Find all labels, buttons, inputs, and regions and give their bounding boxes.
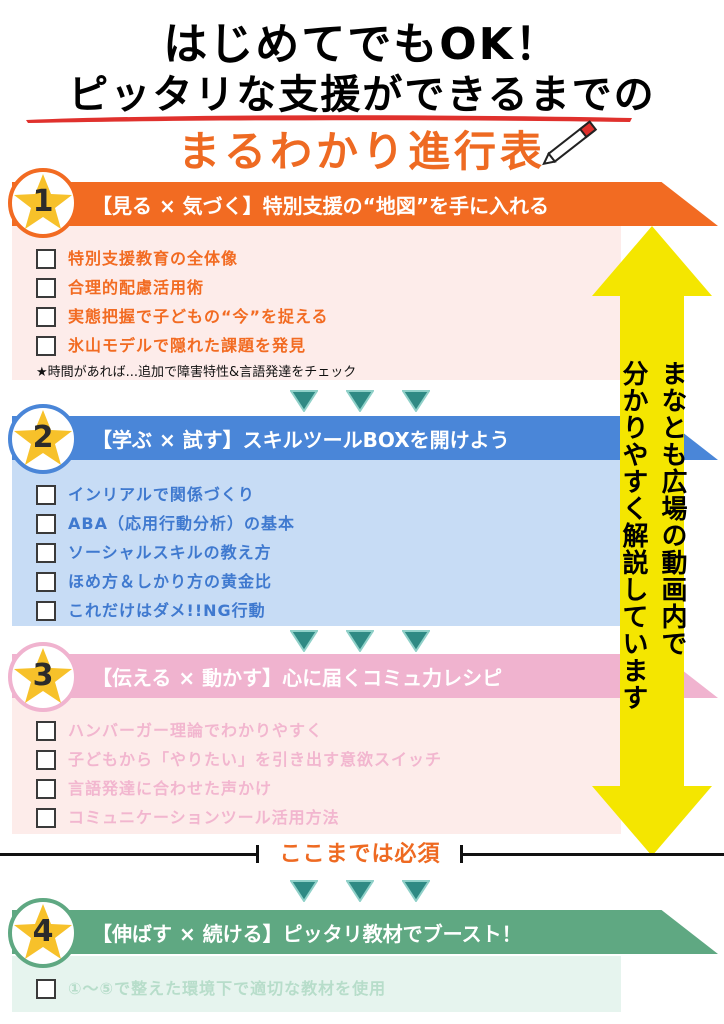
page-title-line1: はじめてでもOK！	[163, 19, 561, 70]
section-4-panel	[12, 956, 621, 1012]
checkbox-icon[interactable]	[36, 979, 56, 999]
section-2-banner	[12, 416, 718, 460]
divider-line-right	[460, 853, 724, 856]
down-triangle-icon	[290, 880, 318, 902]
section-4-title: 【伸ばす × 続ける】ピッタリ教材でブースト！	[92, 922, 522, 946]
down-triangle-icon	[402, 880, 430, 902]
checkbox-icon[interactable]	[36, 485, 56, 505]
star-icon	[8, 168, 78, 238]
side-note-col1: まなとも広場の動画内で	[657, 360, 687, 657]
down-triangle-icon	[290, 630, 318, 652]
star-icon	[8, 898, 78, 968]
section-2-title: 【学ぶ × 試す】スキルツールBOXを開けよう	[92, 428, 510, 452]
divider-cap-left	[256, 845, 259, 863]
checkbox-icon[interactable]	[36, 278, 56, 298]
section-1-banner	[12, 182, 718, 226]
checkbox-icon[interactable]	[36, 543, 56, 563]
checkbox-icon[interactable]	[36, 721, 56, 741]
side-note-col2: 分かりやすく解説しています	[618, 360, 648, 711]
section-1-number: 1	[32, 184, 54, 219]
section-1-panel	[12, 224, 621, 380]
checkbox-icon[interactable]	[36, 750, 56, 770]
down-triangle-icon	[402, 390, 430, 412]
down-triangle-icon	[402, 630, 430, 652]
section-4-number: 4	[32, 914, 54, 949]
down-triangle-icon	[346, 880, 374, 902]
page-title-line2: ピッタリな支援ができるまでの	[68, 72, 656, 118]
section-2-number: 2	[32, 420, 54, 455]
checkbox-icon[interactable]	[36, 514, 56, 534]
section-3-panel	[12, 698, 621, 834]
checkbox-icon[interactable]	[36, 336, 56, 356]
divider-line-left	[0, 853, 258, 856]
checkbox-icon[interactable]	[36, 808, 56, 828]
pen-icon	[542, 120, 598, 166]
section-3-number: 3	[32, 658, 54, 693]
section-1-badge: 1	[8, 168, 78, 238]
section-1-title: 【見る × 気づく】特別支援の“地図”を手に入れる	[92, 194, 549, 218]
star-icon	[8, 404, 78, 474]
red-brush-stroke	[26, 115, 632, 123]
section-3-title: 【伝える × 動かす】心に届くコミュ力レシピ	[92, 666, 503, 690]
section-1-note: ★時間があれば...追加で障害特性&言語発達をチェック	[36, 365, 357, 380]
checkbox-icon[interactable]	[36, 249, 56, 269]
section-3-badge: 3	[8, 642, 78, 712]
double-arrow-icon	[592, 226, 712, 856]
checkbox-icon[interactable]	[36, 601, 56, 621]
section-3-banner	[12, 654, 718, 698]
down-triangle-icon	[290, 390, 318, 412]
section-4-banner	[12, 910, 718, 954]
star-icon	[8, 642, 78, 712]
section-2-panel	[12, 460, 621, 626]
section-4-badge: 4	[8, 898, 78, 968]
checkbox-icon[interactable]	[36, 307, 56, 327]
required-divider-label: ここまでは必須	[279, 842, 441, 867]
checkbox-icon[interactable]	[36, 779, 56, 799]
page-title-main: まるわかり進行表	[177, 127, 546, 176]
down-triangle-icon	[346, 390, 374, 412]
checkbox-icon[interactable]	[36, 572, 56, 592]
down-triangle-icon	[346, 630, 374, 652]
section-2-badge: 2	[8, 404, 78, 474]
